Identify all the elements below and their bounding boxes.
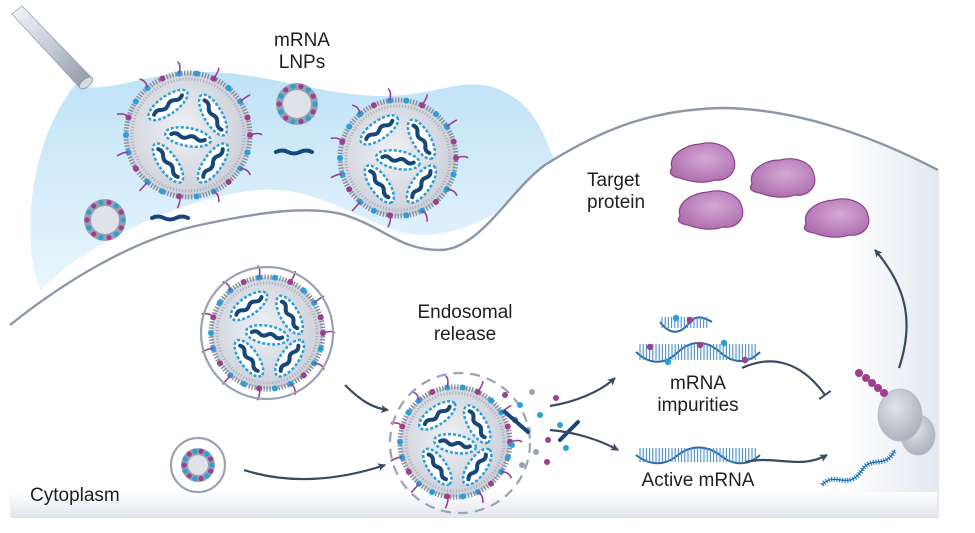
label-mrna-impurities: mRNA impurities [628,373,768,417]
lnp-large-fluid-1 [116,61,263,209]
arrow-small-endosome-to-release [243,463,386,481]
lnp-small-fluid-1 [276,83,318,125]
label-endosomal-release: Endosomal release [405,302,525,346]
lnp-in-endosome [201,265,336,401]
label-mrna-impurities-line2: impurities [657,395,739,416]
endosome-small-membrane [169,436,227,494]
label-mrna-lnps: mRNA LNPs [262,30,342,74]
lnp-small-in-endosome [181,448,215,482]
label-mrna-lnps-line1: mRNA [274,30,330,51]
encapsulated-mrna [432,432,478,455]
label-endosomal-release-line2: release [433,324,497,345]
lnp-releasing [390,375,523,509]
encapsulated-mrna [274,338,306,378]
target-protein-group [669,142,870,238]
encapsulated-mrna [196,142,230,184]
encapsulated-mrna [417,399,457,431]
encapsulated-mrna [197,93,229,137]
arrow-release-to-impurities [549,377,616,408]
needle-icon [11,5,94,90]
ribosome-large-subunit [877,388,923,442]
cell-floor-shade [10,492,938,518]
target-protein-blob [749,158,816,198]
target-protein-blob [669,142,736,183]
encapsulated-mrna [461,447,493,487]
target-protein-blob [677,190,744,230]
active-mrna-strand [635,446,761,465]
label-cytoplasm: Cytoplasm [30,485,120,506]
target-protein-blob [803,198,870,238]
label-endosomal-release-line1: Endosomal [417,302,513,323]
encapsulated-mrna [421,447,453,487]
label-mrna-lnps-line2: LNPs [278,52,326,73]
cell-membrane [9,106,939,326]
free-mrna-2 [150,214,190,222]
encapsulated-mrna [462,404,492,445]
encapsulated-mrna [229,290,269,322]
arrow-endosome-to-release [344,384,389,414]
encapsulated-mrna [233,338,265,378]
ribosome-icon [820,369,936,487]
label-target-protein: Target protein [587,170,645,214]
lnp-large-fluid-2 [330,88,469,228]
encapsulated-mrna [164,126,212,148]
inhibition-impurities-to-ribosome [741,360,832,400]
lnp-small-fluid-2 [84,199,126,241]
arrow-ribosome-to-protein [874,249,908,369]
encapsulated-mrna [375,148,421,171]
label-target-protein-line1: Target [587,170,640,191]
mrna-impurities-graphic [635,314,761,366]
released-lipid-debris [502,389,580,468]
label-target-protein-line2: protein [587,192,646,213]
arrow-release-to-active [549,428,619,451]
encapsulated-mrna [363,164,396,205]
label-active-mrna: Active mRNA [641,470,755,491]
arrow-active-to-ribosome [745,454,828,464]
encapsulated-mrna [406,118,437,161]
encapsulated-mrna [359,114,400,146]
nascent-peptide-chain [855,369,888,397]
endosome-large-membrane [199,265,335,401]
encapsulated-mrna [405,164,438,205]
free-mrna-1 [274,148,314,156]
endosome-ruptured-membrane [388,371,532,515]
label-mrna-impurities-line1: mRNA [670,373,726,394]
